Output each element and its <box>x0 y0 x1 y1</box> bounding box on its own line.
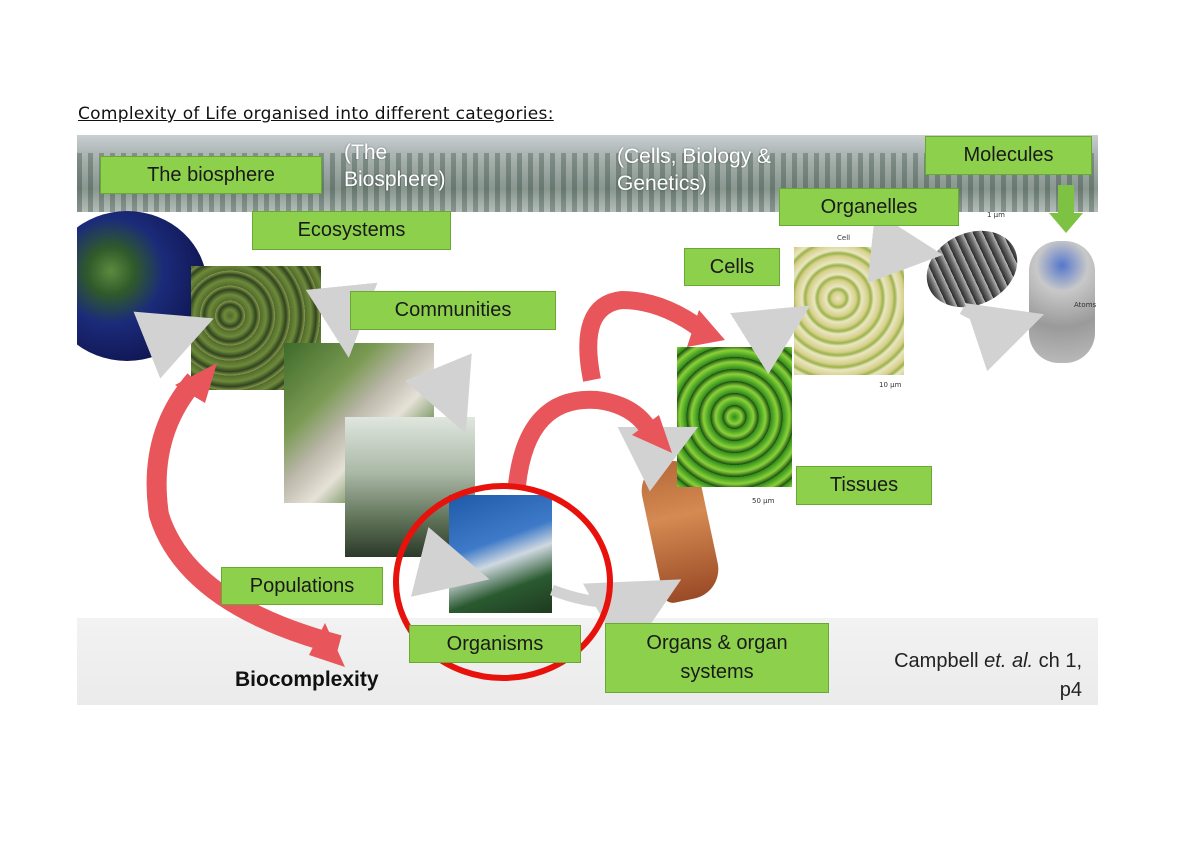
citation-italic: et. al. <box>984 650 1034 672</box>
red-arrowhead-tissue-cell <box>687 310 725 347</box>
biosphere-note: (The Biosphere) <box>344 141 446 191</box>
flow-arrow-organ-tissue <box>617 426 699 492</box>
red-arrow-biocomplexity-loop <box>146 373 342 655</box>
citation-page: p4 <box>1059 679 1082 701</box>
label-molecules: Molecules <box>925 136 1092 175</box>
atoms-micro-label: Atoms <box>1074 301 1097 309</box>
red-arrow-tissue-cell <box>579 290 708 382</box>
scale-50um-label: 50 µm <box>752 497 775 505</box>
label-organs-organ-systems: Organs & organ systems <box>605 623 829 693</box>
molecule-arrow-shaft <box>1058 185 1074 215</box>
citation: Campbell et. al. ch 1, p4 <box>837 647 1082 705</box>
label-ecosystems: Ecosystems <box>252 211 451 250</box>
citation-prefix: Campbell <box>894 650 985 672</box>
label-cells: Cells <box>684 248 780 286</box>
flow-arrow-population-organism <box>410 526 490 597</box>
flow-arrow-earth-ecosystem <box>133 311 214 379</box>
flow-arrow-ecosystem-community <box>305 282 378 358</box>
label-populations: Populations <box>221 567 383 605</box>
label-communities: Communities <box>350 291 556 330</box>
label-tissues: Tissues <box>796 466 932 505</box>
flow-arrow-organelle-molecule <box>959 302 1045 372</box>
biocomplexity-caption: Biocomplexity <box>235 668 379 691</box>
flow-arrow-organism-organ <box>550 579 682 661</box>
organisms-highlight-circle <box>393 483 613 681</box>
label-organelles: Organelles <box>779 188 959 226</box>
red-arrowhead-loop <box>175 363 217 403</box>
label-the-biosphere: The biosphere <box>100 156 322 194</box>
scale-1um-label: 1 µm <box>987 211 1005 219</box>
biocomplexity-figure: Cell 10 µm 50 µm 1 µm Atoms (The Biosphe… <box>77 135 1098 705</box>
label-organisms: Organisms <box>409 625 581 663</box>
scale-10um-label: 10 µm <box>879 381 902 389</box>
page-heading: Complexity of Life organised into differ… <box>78 104 554 124</box>
flow-arrow-cell-organelle <box>867 211 943 284</box>
red-arrowtail-loop <box>309 623 345 667</box>
diagram-overlay: Cell 10 µm 50 µm 1 µm Atoms <box>133 185 1097 681</box>
flow-arrow-community-population <box>405 353 472 434</box>
red-arrow-organism-tissue <box>508 390 661 487</box>
citation-suffix: ch 1, <box>1033 650 1082 672</box>
cells-note: (Cells, Biology & Genetics) <box>617 145 772 195</box>
red-arrowhead-organism-tissue <box>632 415 672 453</box>
cell-micro-label: Cell <box>837 234 850 242</box>
flow-arrow-tissue-cell <box>730 305 811 375</box>
molecule-arrowhead <box>1049 213 1083 233</box>
